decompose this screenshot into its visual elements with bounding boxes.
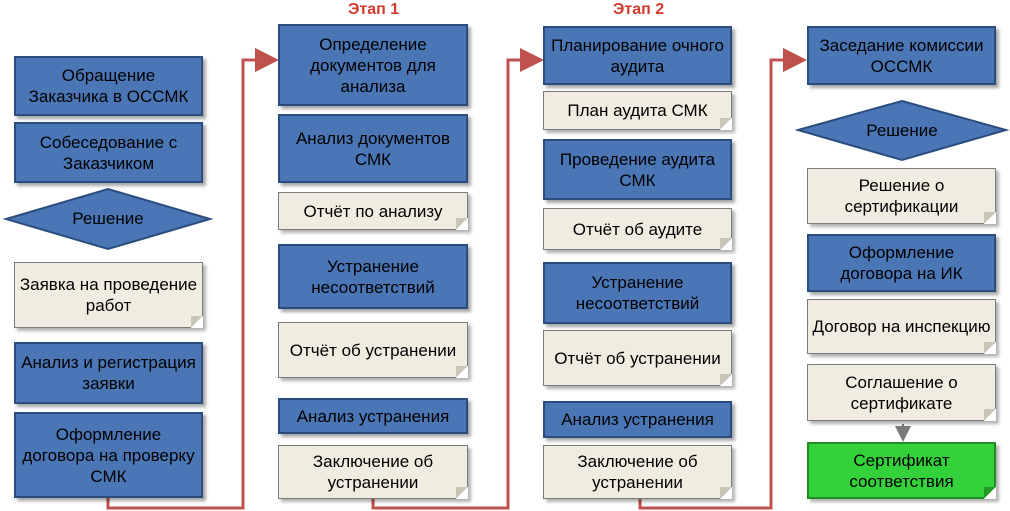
contract-smk-box: Оформление договора на проверку СМК — [14, 412, 203, 498]
audit-conduct-box: Проведение аудита СМК — [543, 139, 732, 200]
diamond-shape-2 — [794, 99, 1010, 162]
define-documents-box: Определение документов для анализа — [278, 24, 468, 106]
audit-plan-doc: План аудита СМК — [543, 91, 732, 130]
audit-planning-box: Планирование очного аудита — [543, 26, 732, 85]
decision-diamond-2: Решение — [794, 99, 1010, 162]
diamond-shape — [2, 187, 214, 251]
decision-label-1: Решение — [72, 209, 144, 228]
application-doc: Заявка на проведение работ — [14, 262, 203, 328]
commission-meeting-box: Заседание комиссии ОССМК — [807, 26, 996, 85]
fix-conclusion-doc-2: Заключение об устранении — [543, 445, 732, 499]
stage-1-label: Этап 1 — [348, 1, 400, 18]
certification-decision-doc: Решение о сертификации — [807, 168, 996, 224]
decision-diamond-1: Решение — [2, 187, 214, 251]
ik-contract-box: Оформление договора на ИК — [807, 234, 996, 292]
customer-request-box: Обращение Заказчика в ОССМК — [14, 56, 203, 116]
fix-analysis-box-2: Анализ устранения — [543, 401, 732, 438]
analysis-registration-box: Анализ и регистрация заявки — [14, 342, 203, 404]
analysis-report-doc: Отчёт по анализу — [278, 192, 468, 230]
stage-2-label: Этап 2 — [613, 1, 665, 18]
fix-report-doc-2: Отчёт об устранении — [543, 330, 732, 386]
inspection-contract-doc: Договор на инспекцию — [807, 299, 996, 354]
decision-label-2: Решение — [866, 120, 938, 140]
certificate-agreement-doc: Соглашение о сертификате — [807, 364, 996, 421]
customer-interview-box: Собеседование с Заказчиком — [14, 122, 203, 183]
fix-conclusion-doc: Заключение об устранении — [278, 445, 468, 499]
nonconformity-fix-box: Устранение несоответствий — [278, 244, 468, 309]
audit-report-doc: Отчёт об аудите — [543, 208, 732, 250]
compliance-certificate: Сертификат соответствия — [807, 442, 996, 499]
fix-analysis-box: Анализ устранения — [278, 398, 468, 434]
fix-report-doc: Отчёт об устранении — [278, 322, 468, 378]
analysis-documents-box: Анализ документов СМК — [278, 114, 468, 183]
nonconformity-fix-box-2: Устранение несоответствий — [543, 262, 732, 324]
